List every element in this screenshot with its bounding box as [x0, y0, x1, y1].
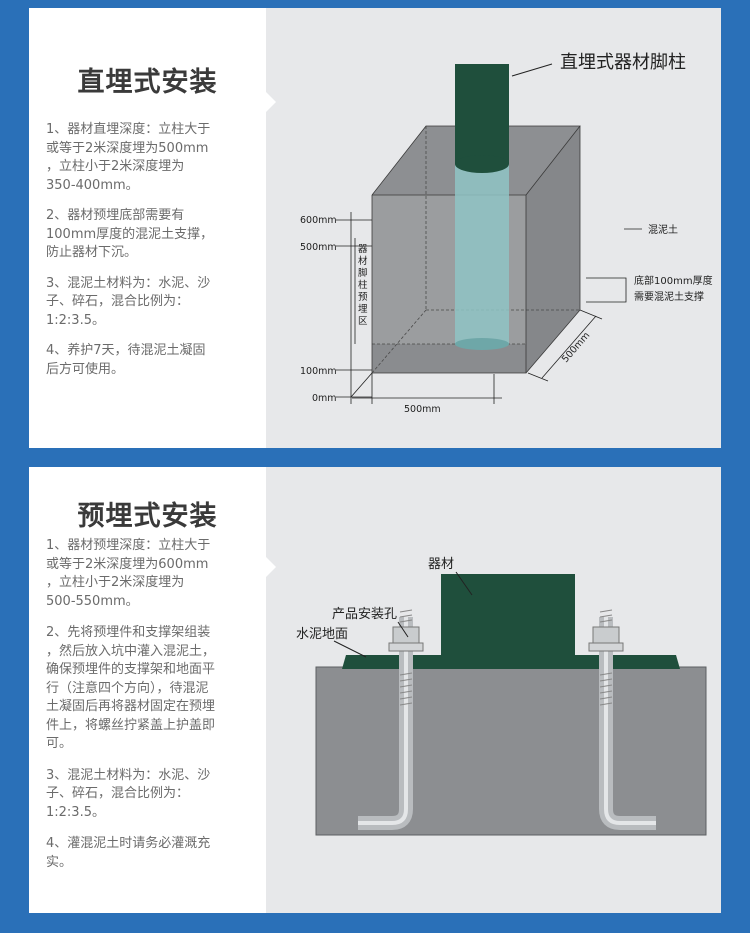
post-buried-part [455, 156, 509, 344]
base-plate [342, 655, 680, 669]
direct-burial-steps: 1、器材直埋深度：立柱大于 或等于2米深度埋为500mm ，立柱小于2米深度埋为… [46, 121, 261, 391]
dim-600mm: 600mm [300, 215, 337, 226]
anchor-bolt-right [588, 609, 656, 830]
svg-text:材: 材 [358, 255, 368, 267]
direct-burial-title: 直埋式安装 [77, 67, 218, 98]
post-visible-part [455, 64, 509, 164]
label-install-hole: 产品安装孔 [332, 607, 397, 622]
label-concrete: 混泥土 [648, 223, 678, 236]
direct-burial-text-panel: 直埋式安装 1、器材直埋深度：立柱大于 或等于2米深度埋为500mm ，立柱小于… [29, 8, 266, 448]
zone-label: 器 材 脚 柱 预 埋 区 [358, 244, 368, 327]
label-bottom-support-1: 底部100mm厚度 [634, 274, 713, 287]
label-equipment: 器材 [428, 557, 454, 572]
step-3: 3、混泥土材料为：水泥、沙 子、碎石，混合比例为： 1:2:3.5。 [46, 275, 211, 328]
embedded-install-card: 预埋式安装 1、器材预埋深度：立柱大于 或等于2米深度埋为600mm ，立柱小于… [29, 467, 721, 913]
dim-0mm: 0mm [312, 393, 337, 404]
depth-dimension: 500mm [560, 330, 592, 365]
dim-100mm: 100mm [300, 366, 337, 377]
step-3: 3、混泥土材料为：水泥、沙 子、碎石，混合比例为： 1:2:3.5。 [46, 767, 211, 820]
step-4: 4、养护7天，待混泥土凝固 后方可使用。 [46, 343, 206, 377]
svg-text:埋: 埋 [358, 304, 368, 315]
width-dimension: 500mm [404, 404, 441, 415]
step-2: 2、器材预埋底部需要有 100mm厚度的混泥土支撑， 防止器材下沉。 [46, 208, 214, 260]
panel-pointer [266, 557, 276, 577]
dim-500mm: 500mm [300, 242, 337, 253]
post-bottom-end [455, 338, 509, 350]
direct-burial-card: 直埋式安装 1、器材直埋深度：立柱大于 或等于2米深度埋为500mm ，立柱小于… [29, 8, 721, 448]
panel-pointer [266, 92, 276, 112]
svg-text:区: 区 [358, 316, 368, 327]
svg-text:柱: 柱 [358, 279, 368, 291]
step-1: 1、器材直埋深度：立柱大于 或等于2米深度埋为500mm ，立柱小于2米深度埋为… [46, 122, 211, 193]
embedded-title: 预埋式安装 [77, 501, 218, 532]
concrete-ground [315, 666, 707, 836]
embedded-install-diagram: 器材 产品安装孔 水泥地面 [296, 557, 707, 836]
embedded-text-panel: 预埋式安装 1、器材预埋深度：立柱大于 或等于2米深度埋为600mm ，立柱小于… [29, 467, 266, 913]
concrete-block-right [526, 126, 580, 373]
bottom-support-layer [372, 344, 526, 373]
callout-post-label: 直埋式器材脚柱 [560, 52, 686, 73]
direct-burial-diagram: 直埋式器材脚柱 混泥土 底部100mm厚度 需要混泥土支撑 600mm 500m… [300, 52, 713, 415]
label-bottom-support-2: 需要混泥土支撑 [634, 290, 704, 303]
step-1: 1、器材预埋深度：立柱大于 或等于2米深度埋为600mm ，立柱小于2米深度埋为… [46, 538, 211, 609]
step-2: 2、先将预埋件和支撑架组装 ，然后放入坑中灌入混泥土， 确保预埋件的支撑架和地面… [46, 625, 216, 751]
anchor-bolt-left [358, 609, 424, 830]
step-4: 4、灌混泥土时请务必灌溉充 实。 [46, 836, 211, 870]
embedded-steps: 1、器材预埋深度：立柱大于 或等于2米深度埋为600mm ，立柱小于2米深度埋为… [46, 537, 261, 885]
svg-text:预: 预 [358, 292, 368, 303]
equipment-body [441, 574, 575, 656]
svg-text:器: 器 [358, 244, 368, 255]
label-cement-ground: 水泥地面 [296, 627, 348, 642]
svg-text:脚: 脚 [358, 268, 368, 279]
